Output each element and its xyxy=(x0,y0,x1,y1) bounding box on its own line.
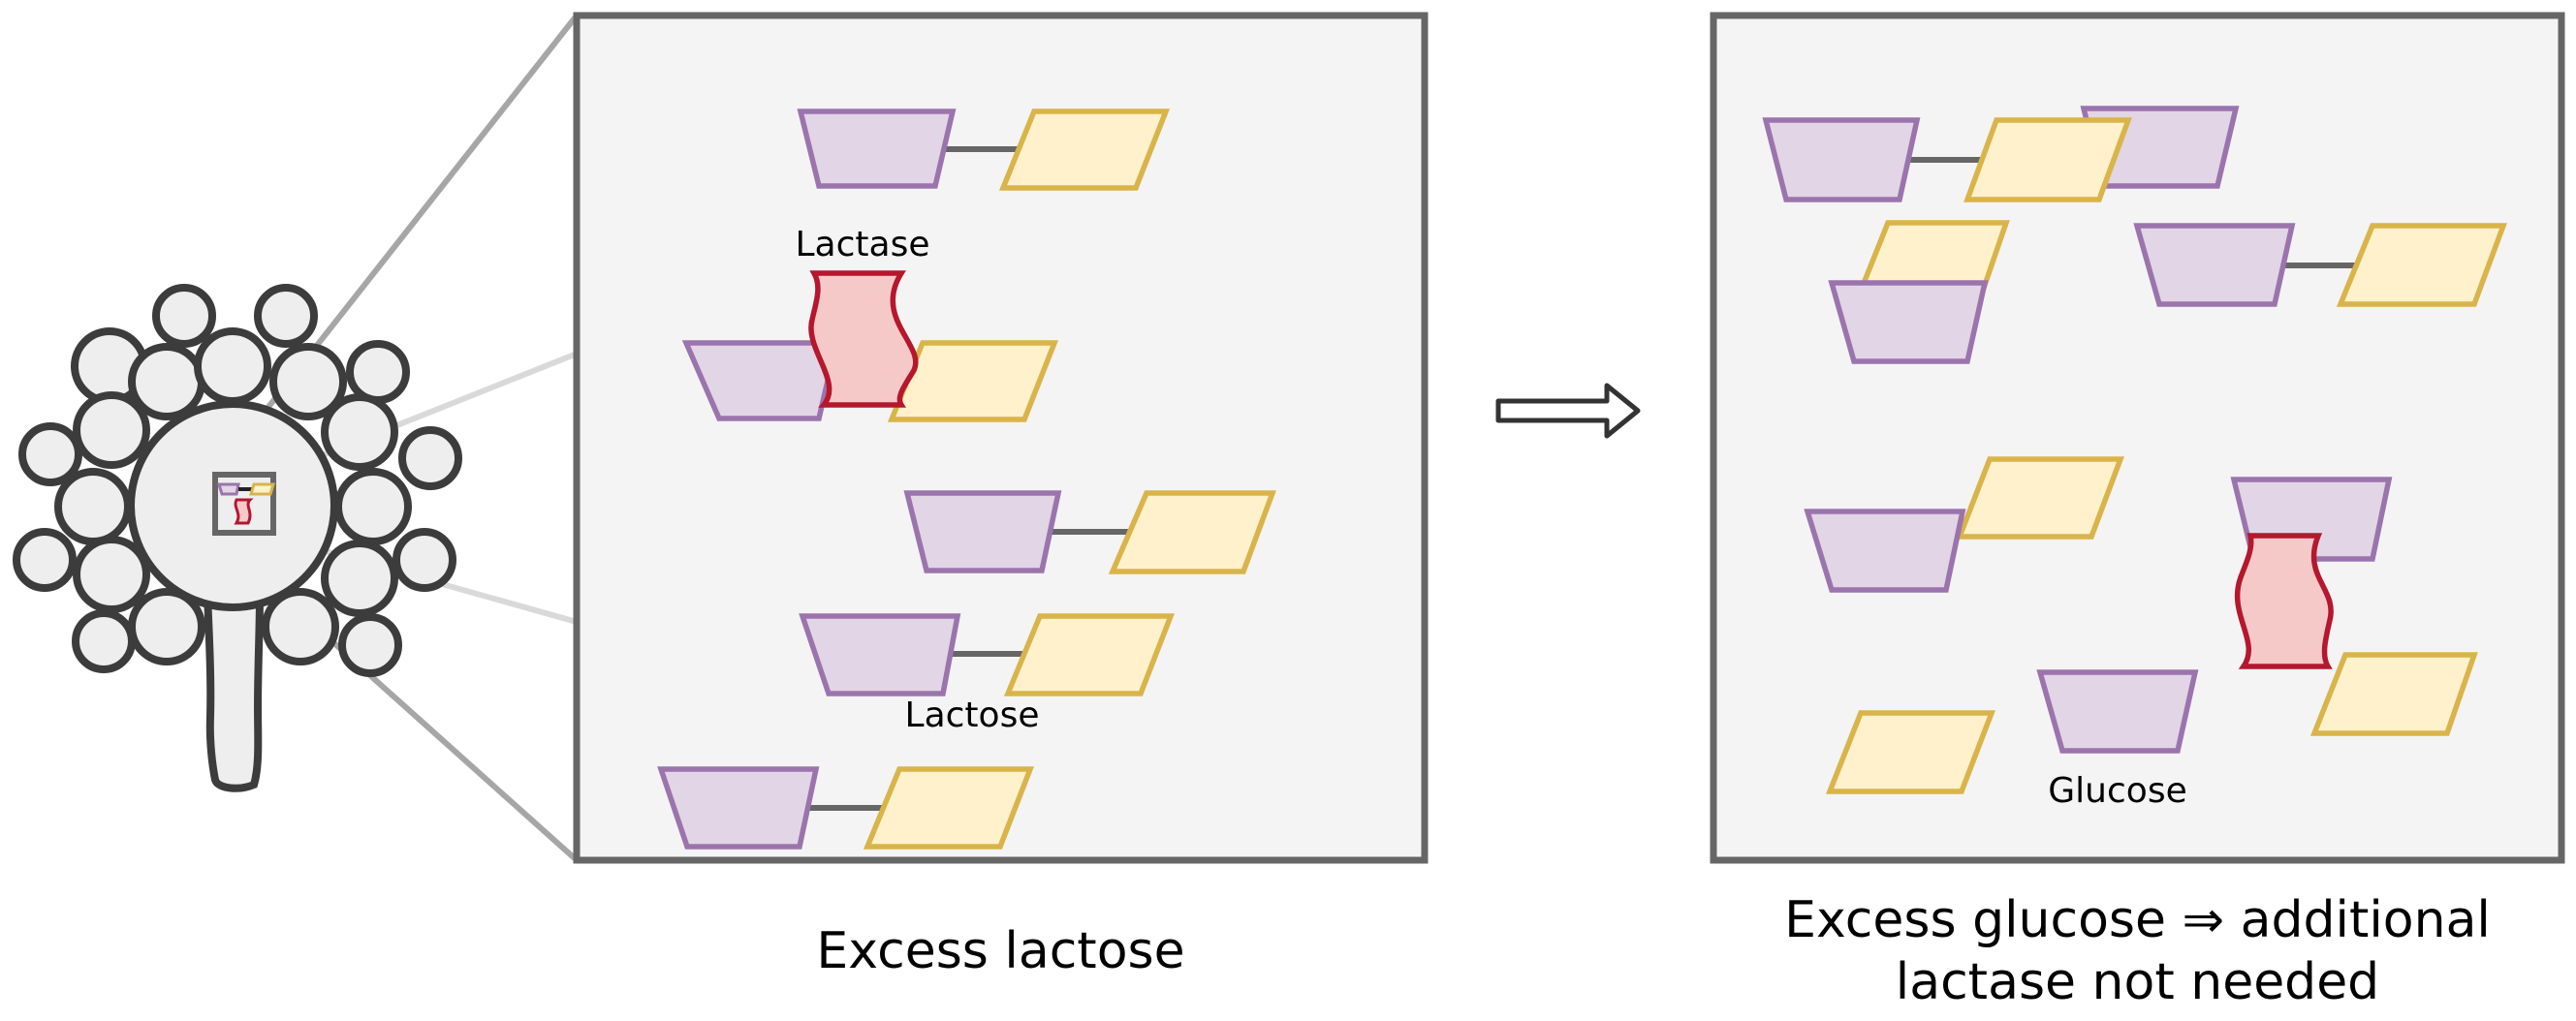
glucose-unit xyxy=(1963,117,2132,202)
tiny-galactose-icon xyxy=(216,482,240,496)
cell xyxy=(72,609,136,673)
glucose-unit xyxy=(1955,456,2124,540)
lactose-molecule xyxy=(1762,106,2240,202)
cell xyxy=(269,343,347,420)
cell xyxy=(13,528,77,592)
glucose-label: Glucose xyxy=(2048,771,2186,811)
cell xyxy=(338,613,402,677)
zoom-line-top-outer xyxy=(212,14,580,477)
left-panel-molecules xyxy=(657,108,1276,850)
lactose-molecule xyxy=(799,613,1176,696)
galactose-unit xyxy=(1804,509,1966,593)
cell xyxy=(262,588,339,665)
galactose-unit xyxy=(2036,669,2199,754)
glucose-unit xyxy=(863,766,1035,850)
cell xyxy=(18,422,82,486)
galactose-unit xyxy=(2133,223,2296,307)
cell xyxy=(254,284,318,348)
glucose-unit xyxy=(1003,613,1176,696)
cell xyxy=(334,468,412,545)
glucose-unit xyxy=(1825,710,1995,794)
galactose-unit xyxy=(1828,280,1989,364)
cell xyxy=(152,284,216,348)
lactase-label: Lactase xyxy=(796,225,930,264)
zoom-marker xyxy=(212,472,276,536)
galactose-unit xyxy=(797,108,957,189)
galactose-unit xyxy=(903,490,1062,573)
cell xyxy=(346,340,410,404)
tiny-glucose-icon xyxy=(248,482,276,496)
right-panel-caption-line-1: Excess glucose ⇒ additional xyxy=(1784,891,2491,949)
lactose-label: Lactose xyxy=(905,696,1040,735)
left-panel-caption: Excess lactose xyxy=(816,922,1185,980)
cell xyxy=(128,343,205,420)
galactose-unit xyxy=(681,340,840,421)
glucose-unit xyxy=(2336,223,2507,307)
cell xyxy=(73,536,150,613)
galactose-unit xyxy=(1762,117,1921,202)
cell xyxy=(73,391,150,469)
cell xyxy=(393,528,456,592)
lactose-molecule xyxy=(797,108,1171,191)
glucose-unit xyxy=(1108,490,1276,574)
cell xyxy=(321,540,398,617)
glucose-unit xyxy=(998,108,1171,191)
lactase-enzyme xyxy=(808,270,919,408)
tiny-lactase-icon xyxy=(234,498,254,525)
galactose-unit xyxy=(799,613,961,696)
cell xyxy=(54,468,132,545)
galactose-unit xyxy=(657,766,820,850)
lactose-molecule xyxy=(903,490,1276,574)
glucose-unit xyxy=(2309,652,2478,736)
cell xyxy=(194,327,271,405)
cell xyxy=(398,426,462,490)
lactose-molecule xyxy=(2133,223,2507,307)
right-panel-caption-line-2: lactase not needed xyxy=(1895,953,2380,1011)
lactose-molecule xyxy=(681,340,1059,422)
cell xyxy=(321,393,398,471)
villus-stalk xyxy=(203,592,265,792)
zoom-marker-box xyxy=(212,472,276,536)
villus-body xyxy=(127,400,338,611)
right-panel-molecules xyxy=(1762,106,2507,794)
cell-cluster xyxy=(13,284,462,792)
transition-arrow-icon xyxy=(1495,383,1641,439)
lactase-enzyme xyxy=(2234,533,2334,669)
lactose-molecule xyxy=(657,766,1035,850)
left-panel xyxy=(573,12,1429,864)
